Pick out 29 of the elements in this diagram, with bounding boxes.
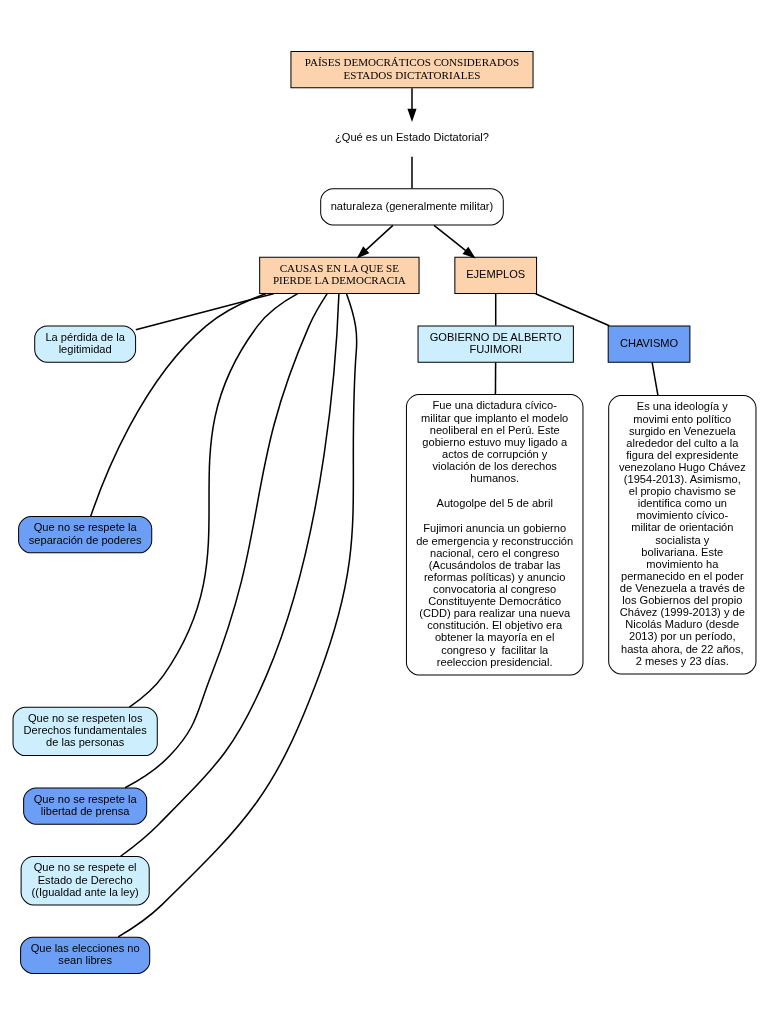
- node-box: Que no se respete la libertad de prensa: [22, 786, 147, 825]
- node-box: La pérdida de la legitimidad: [33, 324, 136, 363]
- arrow: [356, 224, 394, 259]
- node-box: EJEMPLOS: [453, 256, 537, 294]
- node-box: PAÍSES DEMOCRÁTICOS CONSIDERADOS ESTADOS DICTATORIALES: [289, 50, 534, 88]
- connector: [650, 361, 659, 396]
- connector: [494, 292, 496, 326]
- node-box: CAUSAS EN LA QUE SE PIERDE LA DEMOCRACIA: [258, 256, 420, 294]
- node-box: CHAVISMO: [607, 324, 690, 363]
- node-box: Fue una dictadura cívico-militar que implanto el modelo neoliberal en el Perú. Este gobierno estuvo muy ligado a actos de corrupción y violación de los derechos humanos. Autogolpe del 5 de abril Fujimori anuncia un gobierno de emergencia y reconstrucción nacional, cero el congreso (Acusándolos de trabar las reformas políticas) y anuncio convocatoria al congreso Constituyente Democrático (CDD) para realizar una nueva constitución. El objetivo era obtener la mayoría en el congreso y facilitar la reeleccion presidencial.: [405, 393, 583, 675]
- connector: [494, 361, 496, 395]
- connector: [134, 292, 274, 330]
- connector: [116, 292, 358, 938]
- connector: [123, 292, 328, 788]
- node-box: Que las elecciones no sean libres: [19, 936, 150, 974]
- connector: [119, 292, 340, 857]
- arrow: [406, 86, 417, 122]
- node-text: ¿Qué es un Estado Dictatorial?: [334, 130, 489, 143]
- connector: [128, 292, 298, 708]
- node-box: Es una ideología y movimi ento político surgido en Venezuela alrededor del culto a la figura del expresidente venezolano Hugo Chávez (1954-2013). Asimismo, el propio chavismo se identifica como un movimiento cívico-militar de orientación socialista y bolivariana. Este movimiento ha permanecido en el poder de Venezuela a través de los Gobiernos del propio Chávez (1999-2013) y de Nicolás Maduro (desde 2013) por un período, hasta ahora, de 22 años, 2 meses y 23 días.: [607, 394, 756, 674]
- node-box: Que no se respeten los Derechos fundamentales de las personas: [12, 706, 158, 756]
- connector: [89, 292, 267, 517]
- connector: [410, 155, 413, 189]
- connector: [534, 292, 610, 327]
- node-box: GOBIERNO DE ALBERTO FUJIMORI: [417, 324, 574, 363]
- arrow: [432, 224, 476, 258]
- node-box: naturaleza (generalmente militar): [319, 187, 504, 225]
- node-box: Que no se respete la separación de poderes: [17, 515, 152, 553]
- node-box: Que no se respete el Estado de Derecho ((Igualdad ante la ley): [20, 855, 150, 905]
